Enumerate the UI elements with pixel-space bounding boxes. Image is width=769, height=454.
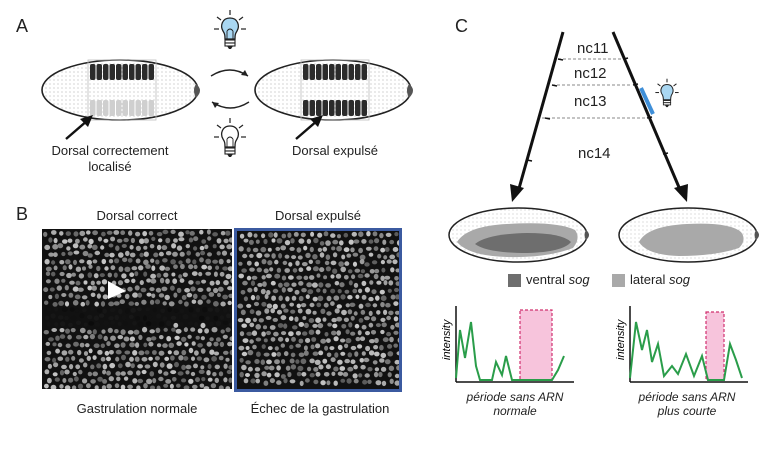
lightbulb-on-icon (655, 78, 679, 108)
micrograph-expelled-frame (234, 228, 402, 392)
cycle-nc14: nc14 (578, 145, 611, 162)
arrow-left-embryo (65, 115, 93, 140)
title-dorsal-correct: Dorsal correct (96, 208, 178, 223)
lightbulb-off-icon (214, 118, 246, 157)
intensity-plot-normal: intensity (441, 306, 574, 383)
cycle-nc13: nc13 (574, 93, 607, 110)
panel-a-letter: A (16, 16, 29, 36)
legend-ventral-swatch (508, 274, 521, 287)
title-dorsal-expelled: Dorsal expulsé (275, 208, 361, 223)
arrowhead-marker-icon (108, 281, 126, 299)
legend-lateral-label: lateral sog (630, 272, 690, 287)
caption-failed-gastrulation: Échec de la gastrulation (250, 401, 390, 416)
embryo-sog-normal (448, 207, 589, 263)
cycle-nc11: nc11 (577, 40, 609, 57)
legend-ventral-label: ventral sog (526, 272, 590, 287)
plot-shorter-xlabel: période sans ARN plus courte (638, 390, 736, 418)
caption-normal-gastrulation: Gastrulation normale (76, 401, 198, 416)
panel-b-letter: B (16, 204, 29, 224)
panel-c-letter: C (455, 16, 468, 36)
plot-normal-xlabel: période sans ARN normale (466, 390, 564, 418)
plot-normal-ylabel: intensity (441, 318, 453, 360)
label-dorsal-expelled: Dorsal expulsé (292, 143, 378, 158)
arrow-right-embryo (295, 115, 323, 140)
plot-shorter-ylabel: intensity (615, 318, 627, 360)
lightbulb-on-icon (214, 10, 246, 49)
cycle-nc12: nc12 (574, 65, 607, 82)
embryo-dorsal-localized (41, 59, 200, 121)
micrograph-normal (42, 229, 232, 389)
timeline-diagram (510, 31, 688, 202)
label-dorsal-localized: Dorsal correctement localisé (51, 143, 169, 174)
embryo-sog-shorter (618, 207, 759, 263)
embryo-dorsal-expelled (254, 59, 413, 121)
cycle-arrows-icon (210, 69, 250, 109)
intensity-plot-shorter: intensity (615, 306, 748, 383)
legend-lateral-swatch (612, 274, 625, 287)
